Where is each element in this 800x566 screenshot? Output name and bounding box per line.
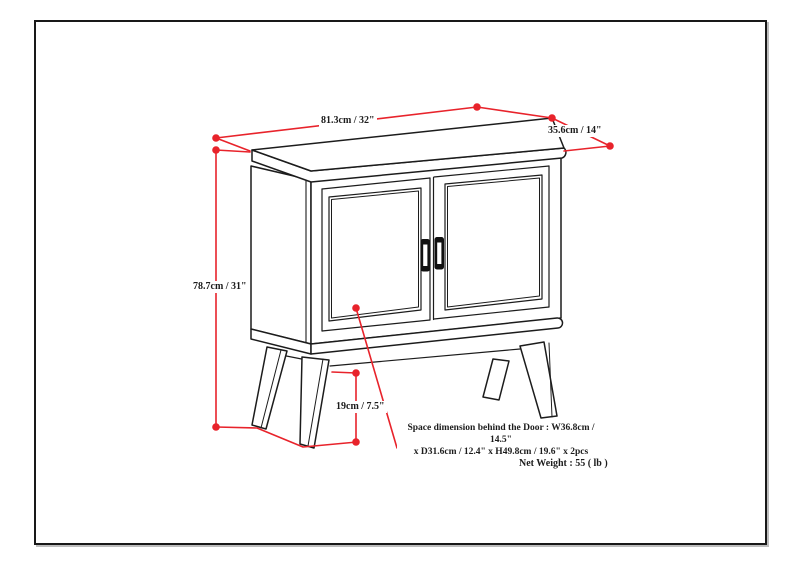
- right-door-bottom-edge: [433, 306, 550, 320]
- space-dimension-note: Space dimension behind the Door : W36.8c…: [397, 422, 605, 458]
- front-left-leg: [299, 356, 330, 449]
- front-base-rail: [310, 317, 564, 355]
- space-dimension-note-line2: x D31.6cm / 12.4" x H49.8cm / 19.6" x 2p…: [413, 447, 589, 457]
- dot-door-anchor: [352, 304, 360, 312]
- dot-width-right: [473, 103, 481, 111]
- depth-leader: [563, 145, 611, 152]
- door-frame: [321, 165, 550, 332]
- left-door-handle-slot: [423, 244, 428, 266]
- door-handles: [420, 237, 444, 272]
- right-door-panel-bevel: [447, 177, 540, 308]
- dot-height-bottom: [212, 423, 220, 431]
- left-door-panel: [328, 187, 422, 322]
- front-right-leg: [519, 341, 558, 419]
- dot-width-left: [212, 134, 220, 142]
- width-leader-right: [476, 106, 553, 119]
- right-door-handle-slot: [437, 242, 442, 264]
- front-left-leg-chamfer: [307, 358, 324, 447]
- front-right-leg-chamfer: [548, 342, 553, 418]
- front-apron-line: [329, 348, 521, 367]
- leg-height-dimension-label: 19cm / 7.5": [334, 401, 387, 413]
- dot-depth-bottom: [606, 142, 614, 150]
- width-leader-left: [215, 137, 251, 152]
- width-dimension-label: 81.3cm / 32": [319, 115, 377, 127]
- net-weight-label: Net Weight : 55 ( lb ): [519, 458, 608, 469]
- dot-height-top: [212, 146, 220, 154]
- back-left-leg-chamfer: [260, 349, 282, 429]
- height-dimension-label: 78.7cm / 31": [191, 281, 249, 293]
- left-side-panel: [250, 165, 312, 345]
- left-door-top-edge: [321, 177, 431, 190]
- cabinet: [250, 117, 567, 449]
- dot-leg-bottom: [352, 438, 360, 446]
- space-dimension-note-line1: Space dimension behind the Door : W36.8c…: [407, 423, 595, 445]
- height-top-tick: [215, 149, 251, 153]
- back-left-leg: [251, 346, 288, 430]
- left-door-panel-bevel: [331, 190, 419, 319]
- leg-top-tick: [331, 371, 357, 374]
- back-right-leg: [482, 358, 510, 401]
- right-door-panel: [444, 174, 543, 311]
- legs: [251, 341, 558, 449]
- height-bottom-leader: [215, 426, 358, 448]
- depth-dimension-label: 35.6cm / 14": [546, 125, 604, 137]
- dimension-dots: [212, 103, 614, 446]
- top-surface: [251, 117, 565, 172]
- right-door-top-edge: [433, 165, 550, 178]
- left-door-bottom-edge: [321, 319, 431, 332]
- dot-depth-top: [548, 114, 556, 122]
- dot-leg-top: [352, 369, 360, 377]
